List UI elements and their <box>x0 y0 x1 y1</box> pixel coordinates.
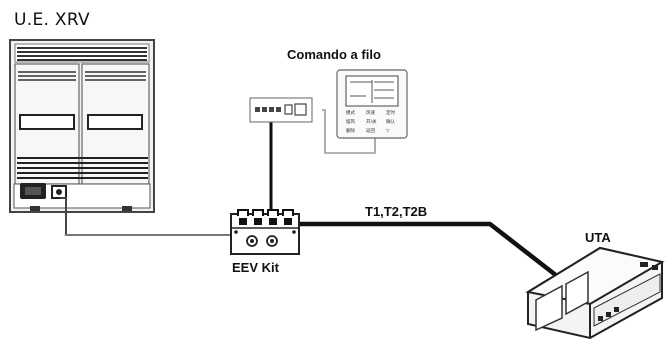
remote-btn-2: 定时 <box>386 109 395 116</box>
connection-lines <box>60 109 577 292</box>
remote-btn-3: 摆风 <box>346 118 355 125</box>
remote-btn-0: 模式 <box>346 109 355 116</box>
remote-wire <box>322 109 376 154</box>
eev-kit-box <box>230 209 300 255</box>
remote-btn-5: 确认 <box>386 118 395 125</box>
wired-remote-label: Comando a filo <box>287 47 381 62</box>
uta-connection-icon <box>598 307 619 321</box>
remote-btn-8: ▽ <box>386 129 390 134</box>
remote-btn-1: 风速 <box>366 110 375 116</box>
interface-module <box>249 97 313 123</box>
outdoor-unit <box>9 39 155 213</box>
cable-label: T1,T2,T2B <box>365 204 428 219</box>
service-valves-icon <box>20 183 67 199</box>
air-handling-unit <box>525 246 665 340</box>
outdoor-unit-label: U.E. XRV <box>14 10 90 30</box>
kit-connector-icon <box>237 209 294 216</box>
remote-btn-4: 开/关 <box>366 118 377 125</box>
wired-remote-controller: 模式 风速 定时 摆风 开/关 确认 删除 返回 ▽ <box>336 69 408 139</box>
air-handler-label: UTA <box>585 230 611 245</box>
cable-t1-t2-t2b <box>300 221 577 292</box>
kit-fitting-icon <box>246 235 278 247</box>
eev-kit-label: EEV Kit <box>232 260 279 275</box>
remote-btn-6: 删除 <box>346 127 355 134</box>
remote-btn-7: 返回 <box>366 127 375 134</box>
